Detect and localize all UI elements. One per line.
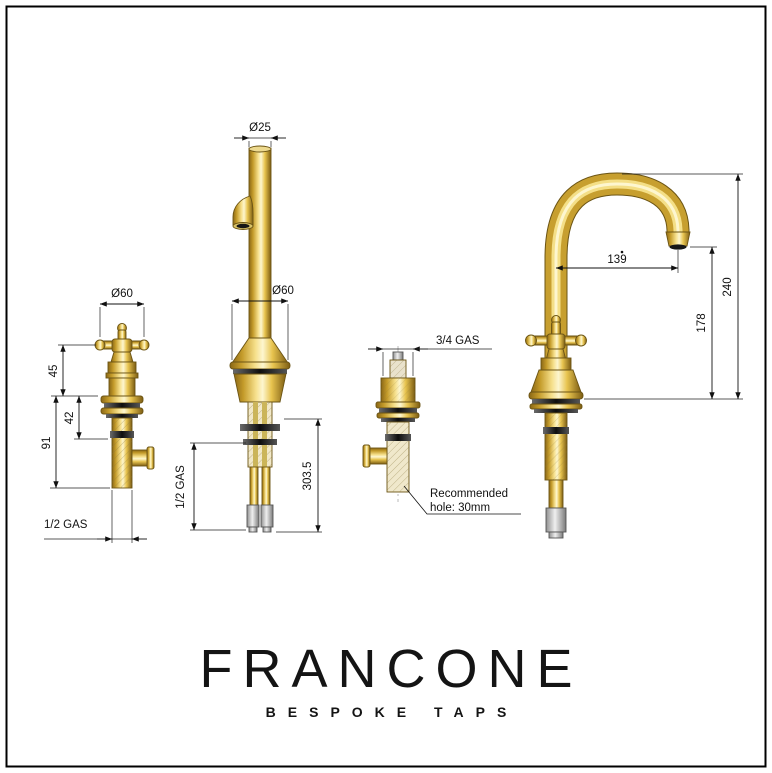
note-recommended-hole-line1: Recommended [430, 488, 508, 500]
dim-label-faucet-reach: 139 [607, 254, 626, 266]
brand-logo: FRANCONE BESPOKE TAPS [0, 639, 772, 721]
dim-label-spout-base-diameter: Ø60 [272, 285, 294, 297]
center-spout-body [229, 145, 291, 533]
dim-label-left-valve-42: 42 [64, 412, 76, 425]
center-spout-dimensions: Ø25 Ø60 303.5 1/2 GAS [175, 122, 322, 533]
dim-label-left-valve-91: 91 [41, 437, 53, 450]
right-faucet-drawing: 139 178 240 [525, 172, 743, 539]
page-border [5, 5, 767, 768]
aerator-front [236, 223, 250, 229]
aerator-tip [669, 244, 687, 250]
note-leader-line [403, 485, 521, 515]
left-valve-dimensions: Ø60 45 42 91 1/2 GAS [41, 288, 147, 543]
dim-label-spout-thread: 1/2 GAS [175, 465, 187, 509]
center-mark [620, 250, 624, 254]
right-valve-dimensions: 3/4 GAS Recommended hole: 30mm [368, 335, 521, 515]
left-valve-body [94, 323, 155, 489]
left-valve-drawing: Ø60 45 42 91 1/2 GAS [41, 288, 155, 543]
dim-label-spout-height: 303.5 [302, 462, 314, 491]
note-recommended-hole-line2: hole: 30mm [430, 502, 490, 514]
dim-label-left-valve-thread: 1/2 GAS [44, 519, 88, 531]
right-valve-body [362, 351, 421, 493]
dim-label-faucet-spout-height: 178 [696, 313, 708, 332]
dim-label-left-valve-diameter: Ø60 [111, 288, 133, 300]
center-spout-drawing: Ø25 Ø60 303.5 1/2 GAS [175, 122, 322, 533]
dim-label-spout-top-diameter: Ø25 [249, 122, 271, 134]
right-faucet-dimensions: 139 178 240 [555, 173, 743, 400]
brand-name: FRANCONE [199, 639, 583, 699]
dim-label-left-valve-45: 45 [48, 365, 60, 378]
gooseneck-spout [544, 172, 691, 384]
brand-tagline: BESPOKE TAPS [265, 704, 519, 721]
dim-label-right-valve-thread: 3/4 GAS [436, 335, 480, 347]
right-valve-drawing: 3/4 GAS Recommended hole: 30mm [362, 335, 521, 515]
right-faucet-base [525, 315, 587, 539]
dim-label-faucet-total-height: 240 [722, 277, 734, 296]
